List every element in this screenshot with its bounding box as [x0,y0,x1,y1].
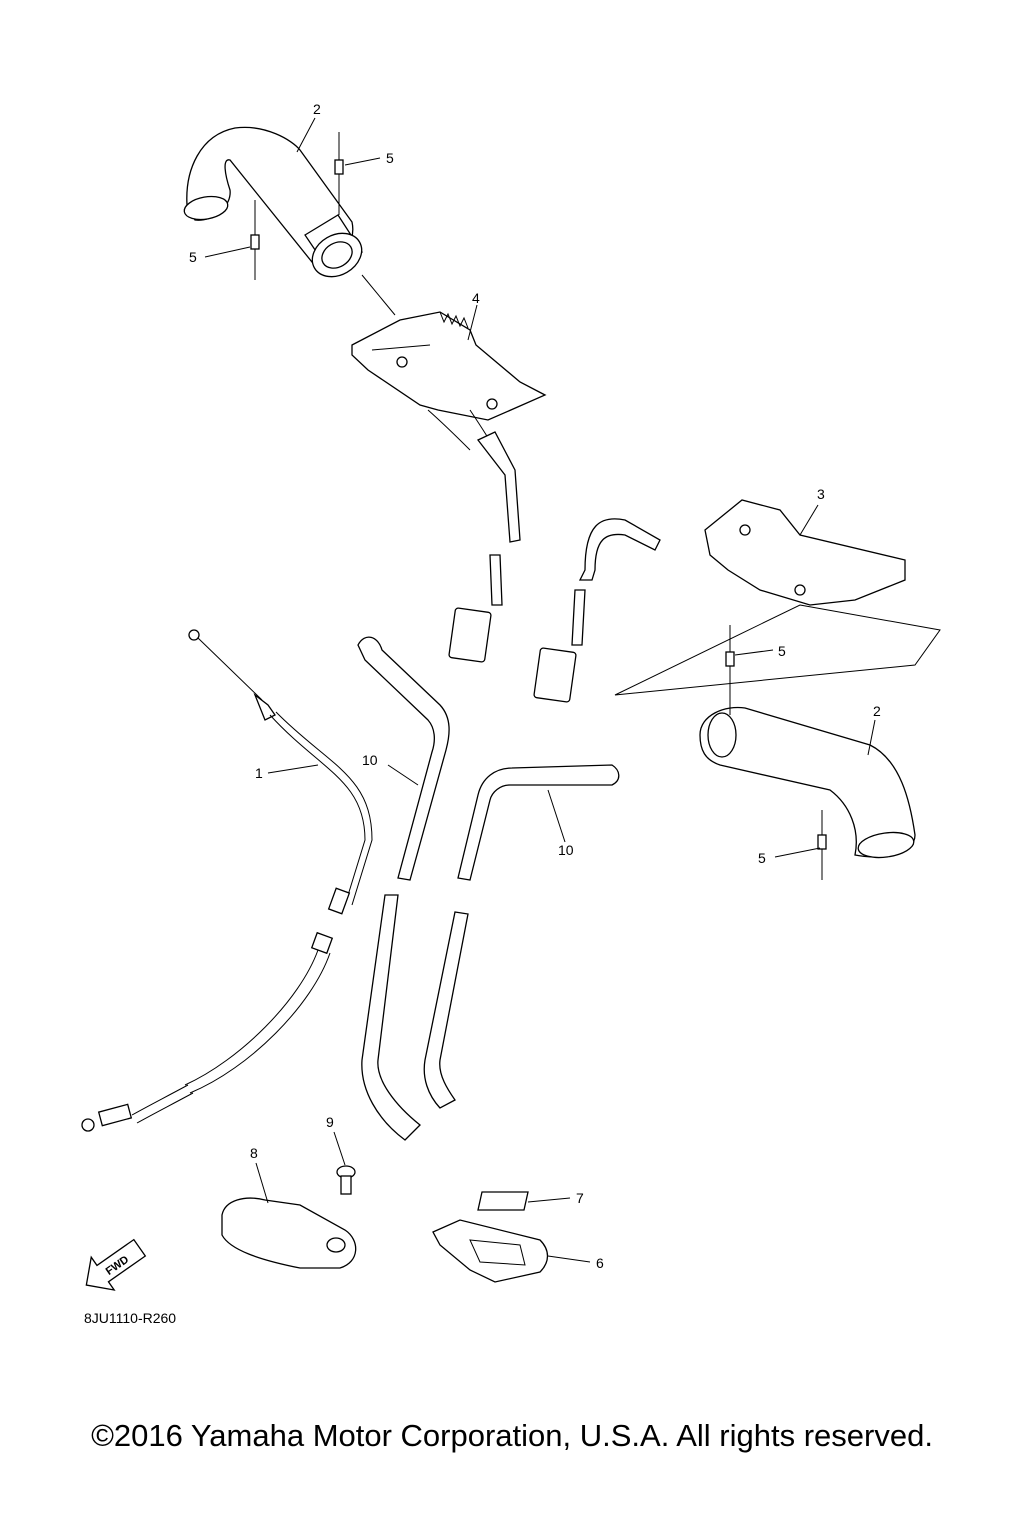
forward-arrow-icon: FWD [85,1238,147,1291]
callout-5-top: 5 [386,150,394,166]
callout-5-right-top: 5 [778,643,786,659]
leader-lines [204,117,876,1263]
callout-7: 7 [576,1190,584,1206]
bracket-cover [221,1197,357,1269]
callout-5-left: 5 [189,249,197,265]
callout-2-right: 2 [873,703,881,719]
callout-10-right: 10 [558,842,574,858]
callout-10-left: 10 [362,752,378,768]
callout-9: 9 [326,1114,334,1130]
callout-2-top: 2 [313,101,321,117]
rivet-top [334,132,344,215]
callout-3: 3 [817,486,825,502]
screw [336,1165,356,1195]
grip-heater-right [533,499,941,703]
callout-5-right-bottom: 5 [758,850,766,866]
throttle-cable [81,629,373,1132]
callout-8: 8 [250,1145,258,1161]
grip-heater-left [351,311,547,663]
rivet-left [250,200,260,280]
right-grip [699,706,916,859]
handlebar-right [423,764,620,1109]
pad [477,1191,529,1211]
holder [432,1219,549,1283]
callout-6: 6 [596,1255,604,1271]
callout-4: 4 [472,290,480,306]
left-grip [183,126,396,316]
handlebar-left [357,636,450,1141]
copyright-notice: ©2016 Yamaha Motor Corporation, U.S.A. A… [91,1418,933,1453]
rivet-right-top [725,625,735,715]
diagram-code: 8JU1110-R260 [84,1310,177,1326]
rivet-right-bottom [817,810,827,880]
callout-1: 1 [255,765,263,781]
callout-labels: 2 5 5 4 3 5 2 1 10 10 5 9 8 7 6 [189,101,881,1271]
